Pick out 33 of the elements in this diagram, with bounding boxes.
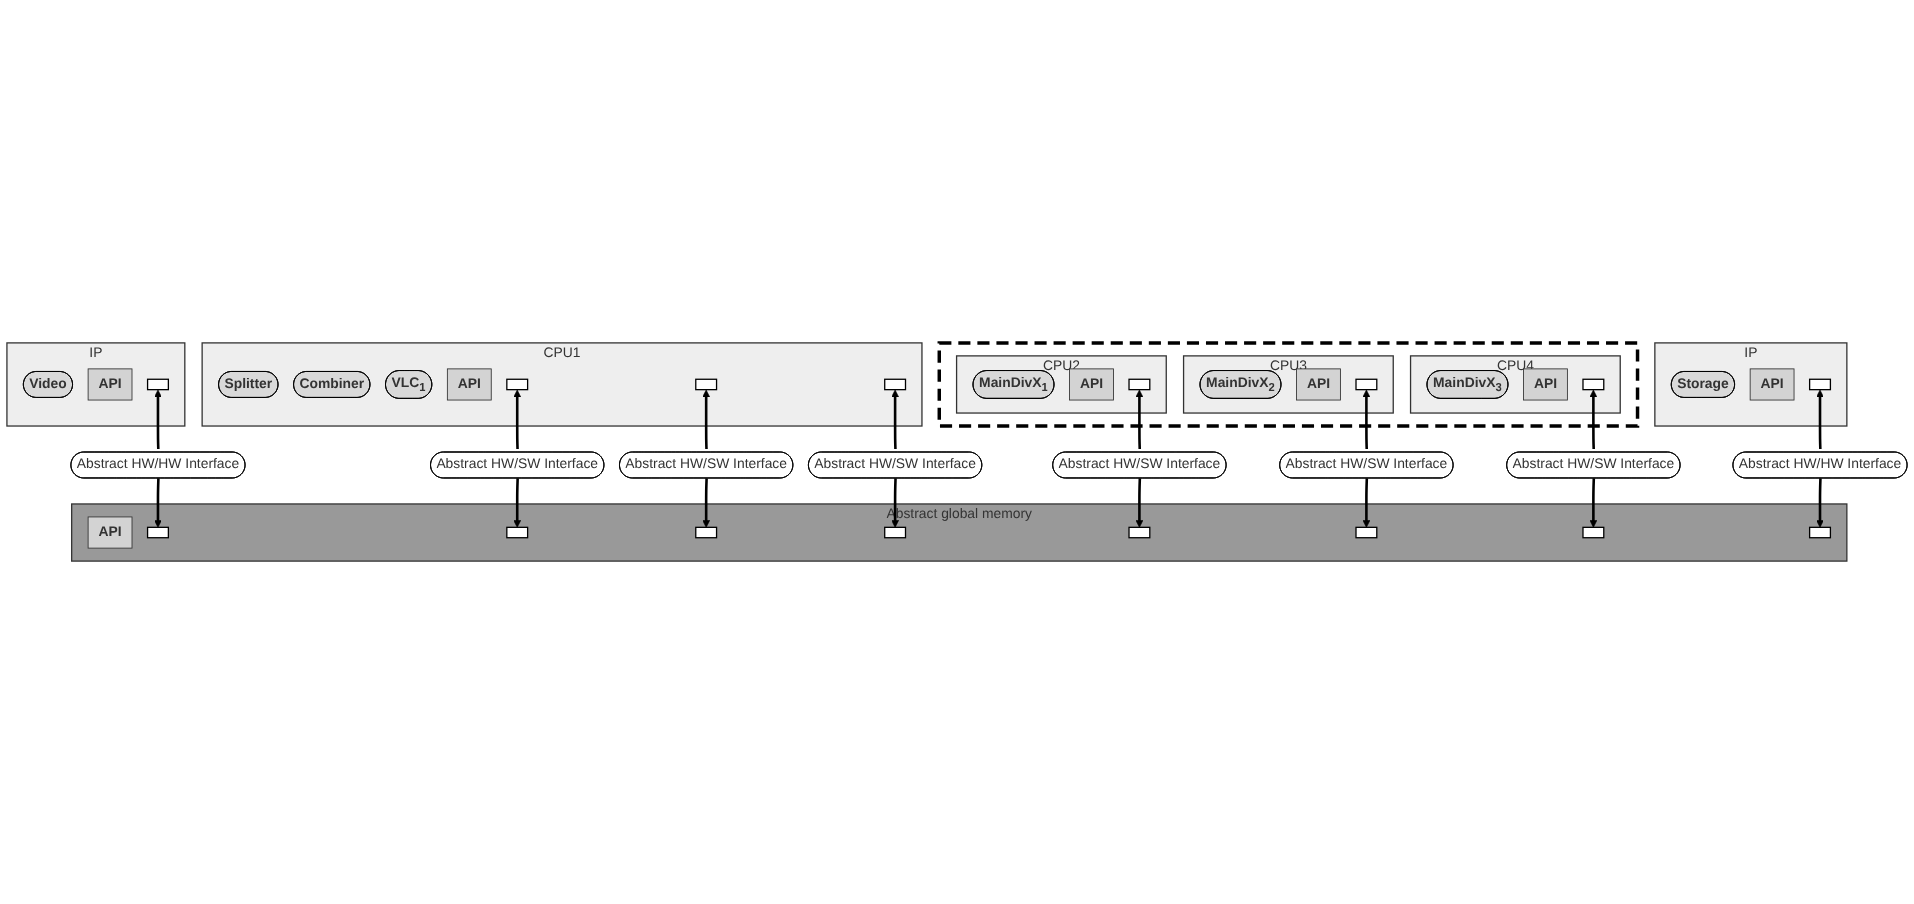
- node-box: [695, 526, 718, 539]
- arrow: [1135, 478, 1144, 528]
- arrow: [1135, 389, 1144, 449]
- arrow: [891, 389, 899, 449]
- node-box: [146, 526, 169, 539]
- node-box: [1355, 526, 1378, 539]
- node-box: [884, 526, 907, 539]
- arrow: [891, 478, 899, 528]
- node-box: [1128, 378, 1151, 391]
- arrow: [154, 389, 162, 449]
- node-box: [884, 378, 907, 391]
- node-box: [1355, 378, 1378, 391]
- arrow: [1816, 478, 1824, 528]
- arrow: [513, 389, 522, 449]
- arrow: [1362, 478, 1371, 528]
- arrow: [513, 478, 522, 528]
- arrow: [1816, 389, 1824, 449]
- arrow: [1362, 389, 1371, 449]
- arrow: [154, 478, 162, 528]
- arrow: [702, 389, 710, 449]
- node-box: [1582, 378, 1605, 391]
- arrow: [1589, 478, 1598, 528]
- cluster: [937, 341, 1640, 428]
- node-box: [695, 378, 718, 391]
- arrow: [702, 478, 710, 528]
- node-box: [506, 378, 529, 391]
- node-box: [1808, 378, 1832, 391]
- arrow: [1589, 389, 1598, 449]
- node-box: [1582, 526, 1605, 539]
- node-box: [146, 378, 169, 391]
- node-box: [1808, 526, 1832, 539]
- node-box: [506, 526, 529, 539]
- node-box: [1128, 526, 1151, 539]
